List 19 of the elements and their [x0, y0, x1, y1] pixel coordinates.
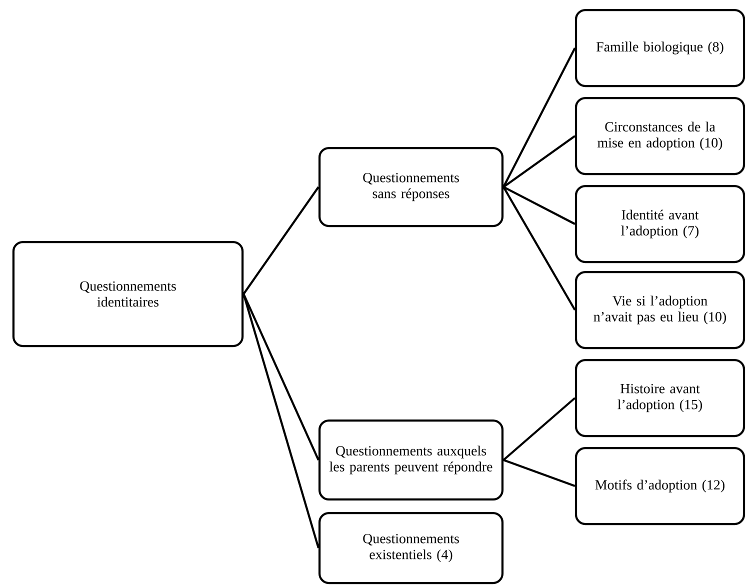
rounded-box: Famille biologique (8): [574, 8, 746, 88]
connector-line: [242, 186, 320, 295]
connector-line: [242, 294, 320, 548]
connector-line: [502, 397, 576, 461]
connector-line: [502, 135, 576, 188]
rounded-box: Circonstances de la mise en adoption (10): [574, 96, 746, 176]
rounded-box: Vie si l’adoption n’avait pas eu lieu (10): [574, 270, 746, 350]
rounded-box: Histoire avant l’adoption (15): [574, 358, 746, 438]
rounded-box: Questionnements sans réponses: [318, 146, 504, 228]
connector-line: [503, 459, 576, 487]
rounded-box: Questionnements existentiels (4): [318, 512, 504, 584]
connector-line: [502, 48, 576, 188]
rounded-box: Motifs d’adoption (12): [574, 446, 746, 526]
rounded-box: Questionnements auxquels les parents peuvent répondre: [318, 419, 504, 501]
connector-line: [502, 186, 576, 311]
connector-line: [503, 186, 576, 225]
connector-line: [242, 294, 320, 460]
rounded-box: Questionnements identitaires: [12, 240, 244, 348]
rounded-box: Identité avant l’adoption (7): [574, 184, 746, 264]
